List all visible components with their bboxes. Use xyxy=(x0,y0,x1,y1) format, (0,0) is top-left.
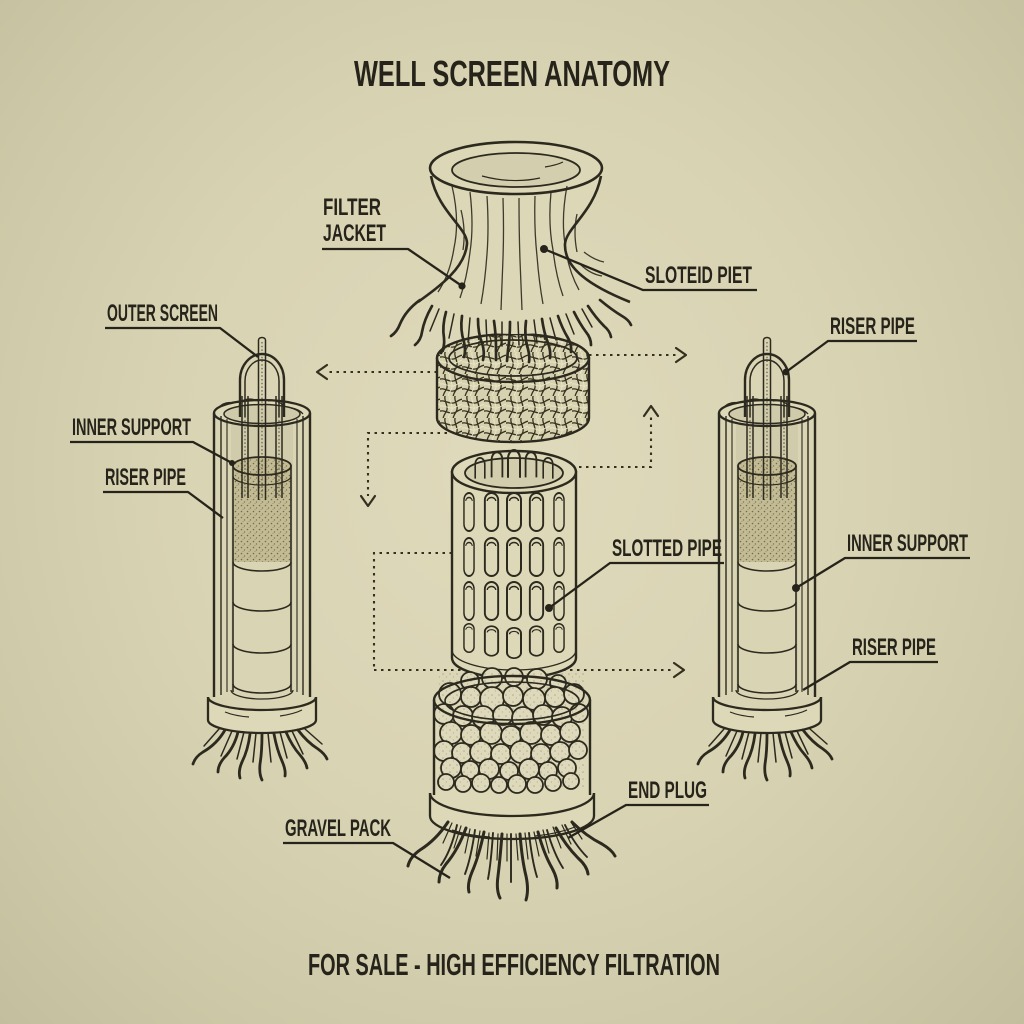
screen-assembly-left xyxy=(191,336,329,782)
filter-jacket-drum xyxy=(435,332,591,444)
chevron-down-icon xyxy=(359,494,377,508)
leader-dots xyxy=(229,245,800,612)
gravel-pack-drum xyxy=(406,667,617,902)
leader-sloted-piet xyxy=(543,247,757,292)
label-inner-support-right: INNER SUPPORT xyxy=(847,530,968,557)
chevron-right2-icon xyxy=(672,661,686,679)
loop-handle xyxy=(238,352,286,417)
dashed-elbow-down xyxy=(366,431,447,496)
chevron-left-icon xyxy=(315,363,329,381)
label-gravel-pack: GRAVEL PACK xyxy=(285,815,391,842)
label-slotted-pipe: SLOTTED PIPE xyxy=(612,535,722,562)
label-riser-pipe-left: RISER PIPE xyxy=(105,464,186,491)
slotted-pipe xyxy=(450,449,578,680)
label-sloted-piet: SLOTEID PIET xyxy=(645,262,752,289)
outer-shell-walls xyxy=(212,413,312,700)
page-title: WELL SCREEN ANATOMY xyxy=(354,53,670,94)
label-filter-jacket-line1: FILTER xyxy=(323,194,381,221)
leader-gravel-pack xyxy=(283,841,451,879)
base-collar xyxy=(206,696,318,735)
chevron-right-icon xyxy=(674,346,688,364)
arrow-heads xyxy=(315,346,688,679)
assembly-flow-arrows xyxy=(326,353,676,672)
chevron-up-icon xyxy=(642,404,660,418)
leader-end-plug xyxy=(567,803,709,839)
label-outer-screen: OUTER SCREEN xyxy=(107,300,218,327)
leader-inner-support-right xyxy=(795,556,970,589)
label-inner-support-left: INNER SUPPORT xyxy=(72,414,191,441)
leader-slotted-pipe xyxy=(548,561,724,609)
vase-root-fringe xyxy=(389,298,633,364)
label-riser-pipe-right-top: RISER PIPE xyxy=(830,313,915,340)
leader-riser-pipe-right-top xyxy=(785,339,917,373)
leader-riser-pipe-right-bottom xyxy=(802,660,938,691)
root-fringe xyxy=(191,728,329,782)
label-filter-jacket-line2: JACKET xyxy=(323,220,386,247)
leader-inner-support-left xyxy=(70,440,233,465)
label-riser-pipe-right-bottom: RISER PIPE xyxy=(852,634,936,661)
dashed-bracket xyxy=(372,551,452,670)
riser-rods xyxy=(241,336,283,500)
leader-riser-pipe-left xyxy=(103,490,224,519)
bottom-root-fringe xyxy=(406,820,617,902)
leader-filter-jacket xyxy=(322,247,463,287)
dashed-elbow-up xyxy=(572,416,653,469)
label-end-plug: END PLUG xyxy=(628,777,707,804)
filter-jacket-top xyxy=(389,140,633,364)
leader-lines xyxy=(70,247,970,879)
leader-outer-screen xyxy=(105,326,259,358)
footer-tagline: FOR SALE - HIGH EFFICIENCY FILTRATION xyxy=(308,947,720,982)
